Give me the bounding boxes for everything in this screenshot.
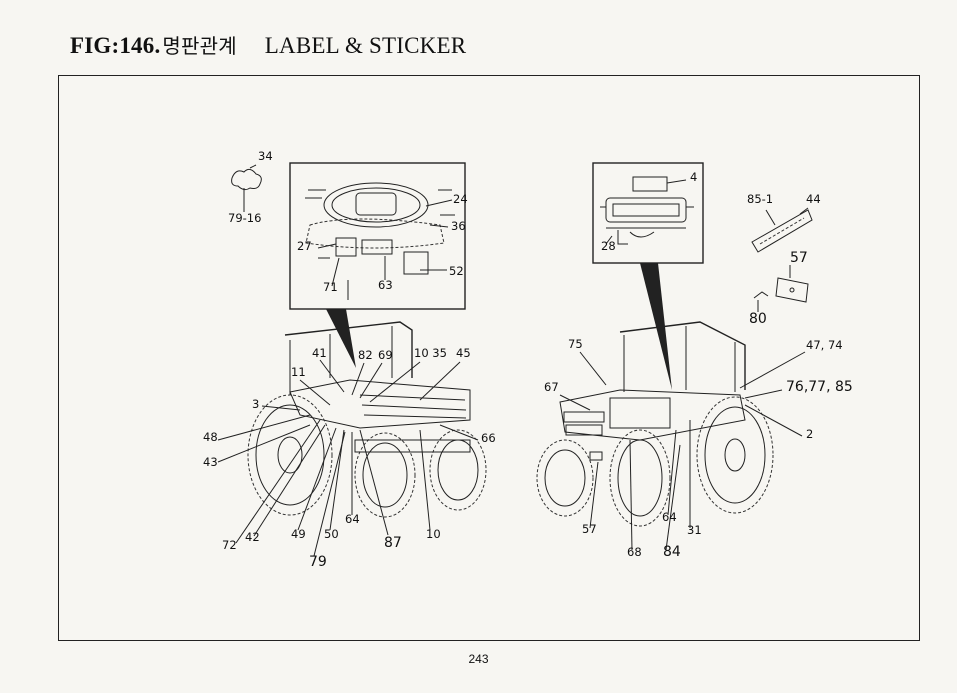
inset-instrument-right <box>592 162 704 390</box>
part-label-64b: 64 <box>662 510 677 524</box>
part-label-87: 87 <box>384 535 402 551</box>
part-label-4: 4 <box>690 170 697 184</box>
part-label-76-77-85: 76,77, 85 <box>786 379 853 395</box>
part-label-69: 69 <box>378 348 393 362</box>
part-label-2: 2 <box>806 427 813 441</box>
part-label-75: 75 <box>568 337 583 351</box>
figure-title-english: LABEL & STICKER <box>264 33 467 58</box>
part-label-34: 34 <box>258 149 273 163</box>
part-label-67: 67 <box>544 380 559 394</box>
part-label-82: 82 <box>358 348 373 362</box>
part-label-79: 79 <box>309 554 327 570</box>
part-label-11: 11 <box>291 365 306 379</box>
part-label-52: 52 <box>449 264 464 278</box>
part-label-85-1: 85-1 <box>747 192 773 206</box>
part-label-57b: 57 <box>582 522 597 536</box>
tractor-left-view <box>217 321 487 557</box>
figure-number: FIG:146. <box>70 33 161 58</box>
part-label-68: 68 <box>627 545 642 559</box>
tractor-right-view <box>536 321 806 551</box>
part-label-50: 50 <box>324 527 339 541</box>
part-label-64a: 64 <box>345 512 360 526</box>
inset-dashboard-left <box>289 162 466 368</box>
part-label-48: 48 <box>203 430 218 444</box>
part-label-45: 45 <box>456 346 471 360</box>
part-label-31: 31 <box>687 523 702 537</box>
part-label-66: 66 <box>481 431 496 445</box>
page-number: 243 <box>468 652 489 666</box>
part-label-42: 42 <box>245 530 260 544</box>
sticker-85-1-drawing <box>751 207 813 253</box>
sticker-34-drawing <box>231 164 262 212</box>
part-label-80: 80 <box>749 311 767 327</box>
part-label-49: 49 <box>291 527 306 541</box>
part-label-72: 72 <box>222 538 237 552</box>
part-label-28: 28 <box>601 239 616 253</box>
part-label-10b: 10 <box>426 527 441 541</box>
figure-title-korean: 명판관계 <box>162 34 237 58</box>
part-label-57a: 57 <box>790 250 808 266</box>
part-label-36: 36 <box>451 219 466 233</box>
part-label-44: 44 <box>806 192 821 206</box>
part-label-24: 24 <box>453 192 468 206</box>
part-label-43: 43 <box>203 455 218 469</box>
part-label-84: 84 <box>663 544 681 560</box>
part-label-41: 41 <box>312 346 327 360</box>
part-label-3: 3 <box>252 397 259 411</box>
sticker-57-drawing <box>753 265 809 312</box>
part-label-79-16: 79-16 <box>228 211 261 225</box>
part-label-47-74: 47, 74 <box>806 338 843 352</box>
part-label-71: 71 <box>323 280 338 294</box>
part-label-27: 27 <box>297 239 312 253</box>
figure-title: FIG:146.명판관계 LABEL & STICKER <box>70 30 466 59</box>
part-label-63: 63 <box>378 278 393 292</box>
part-label-10-35: 10 35 <box>414 346 447 360</box>
diagram-frame <box>58 75 920 641</box>
